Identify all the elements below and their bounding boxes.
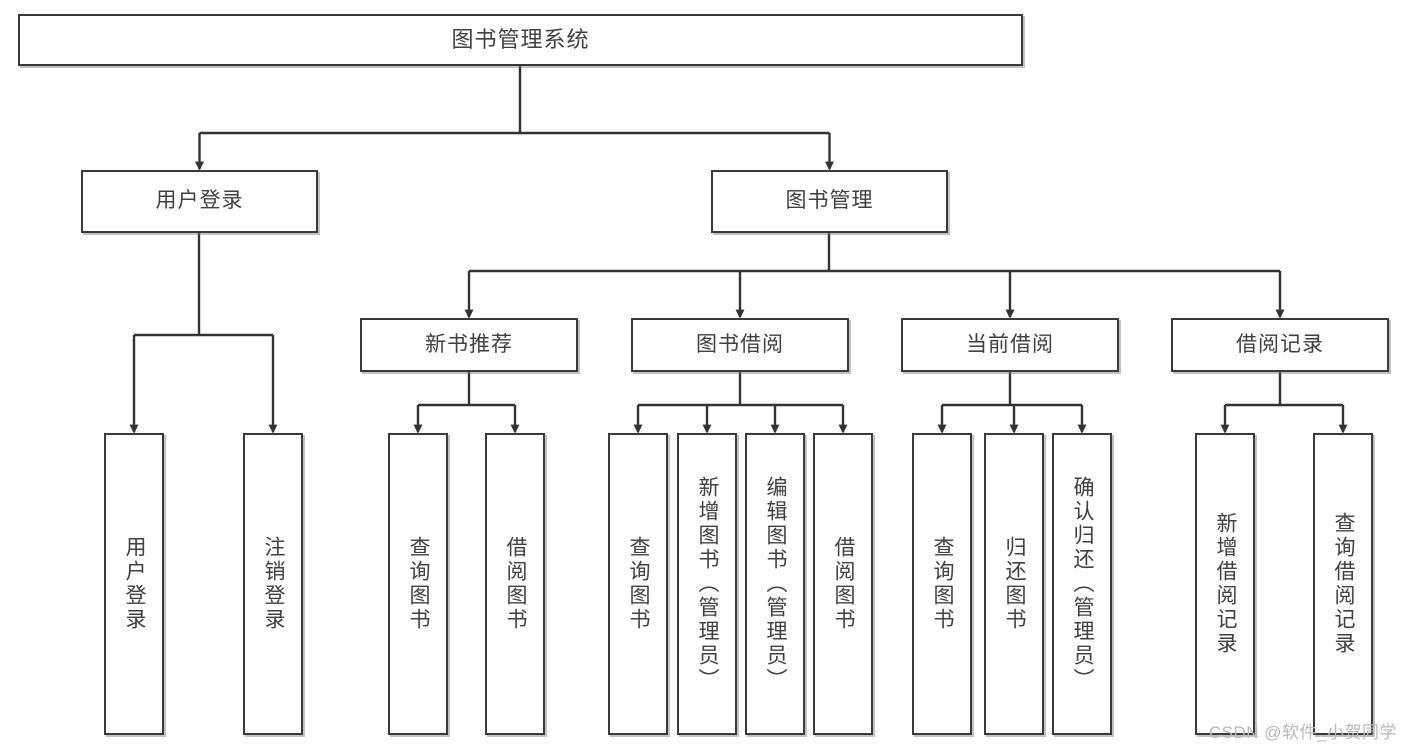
- node-label: 查询图书: [931, 536, 955, 632]
- node-label: 确认归还（管理员）: [1071, 476, 1095, 692]
- node-leaf-add-borrow-record[interactable]: 新增借阅记录: [1195, 433, 1255, 735]
- node-label: 图书管理: [785, 189, 874, 213]
- node-new-book-recommend[interactable]: 新书推荐: [360, 318, 578, 372]
- edge-layer: [129, 66, 1348, 434]
- node-label: 新书推荐: [425, 332, 513, 356]
- node-label: 新增借阅记录: [1214, 512, 1238, 656]
- node-leaf-add-book[interactable]: 新增图书（管理员）: [677, 433, 737, 735]
- node-label: 查询图书: [627, 536, 651, 632]
- node-label: 借阅记录: [1236, 332, 1324, 356]
- node-label: 当前借阅: [966, 332, 1054, 356]
- node-leaf-user-logout[interactable]: 注销登录: [243, 433, 303, 735]
- node-label: 注销登录: [262, 536, 286, 632]
- node-leaf-query-book-2[interactable]: 查询图书: [608, 433, 668, 735]
- node-leaf-query-book-1[interactable]: 查询图书: [388, 433, 448, 735]
- node-leaf-query-borrow-record[interactable]: 查询借阅记录: [1313, 433, 1373, 735]
- node-leaf-return-book[interactable]: 归还图书: [984, 433, 1044, 735]
- node-label: 图书借阅: [696, 332, 784, 356]
- node-label: 查询图书: [407, 536, 431, 632]
- node-root[interactable]: 图书管理系统: [18, 14, 1023, 66]
- node-label: 图书管理系统: [451, 27, 590, 53]
- node-label: 查询借阅记录: [1332, 512, 1356, 656]
- node-user-login[interactable]: 用户登录: [81, 170, 318, 233]
- node-leaf-query-book-3[interactable]: 查询图书: [912, 433, 972, 735]
- node-label: 归还图书: [1003, 536, 1027, 632]
- node-book-borrow[interactable]: 图书借阅: [631, 318, 849, 372]
- node-label: 新增图书（管理员）: [696, 476, 720, 692]
- node-borrow-record[interactable]: 借阅记录: [1171, 318, 1389, 372]
- node-book-manage[interactable]: 图书管理: [711, 170, 948, 233]
- node-label: 借阅图书: [832, 536, 856, 632]
- node-label: 用户登录: [123, 536, 147, 632]
- node-label: 借阅图书: [504, 536, 528, 632]
- node-label: 编辑图书（管理员）: [764, 476, 788, 692]
- node-leaf-user-login[interactable]: 用户登录: [104, 433, 164, 735]
- node-label: 用户登录: [155, 189, 244, 213]
- node-leaf-edit-book[interactable]: 编辑图书（管理员）: [745, 433, 805, 735]
- node-leaf-confirm-return[interactable]: 确认归还（管理员）: [1052, 433, 1112, 735]
- node-current-borrow[interactable]: 当前借阅: [901, 318, 1119, 372]
- node-leaf-borrow-book-1[interactable]: 借阅图书: [485, 433, 545, 735]
- node-leaf-borrow-book-2[interactable]: 借阅图书: [813, 433, 873, 735]
